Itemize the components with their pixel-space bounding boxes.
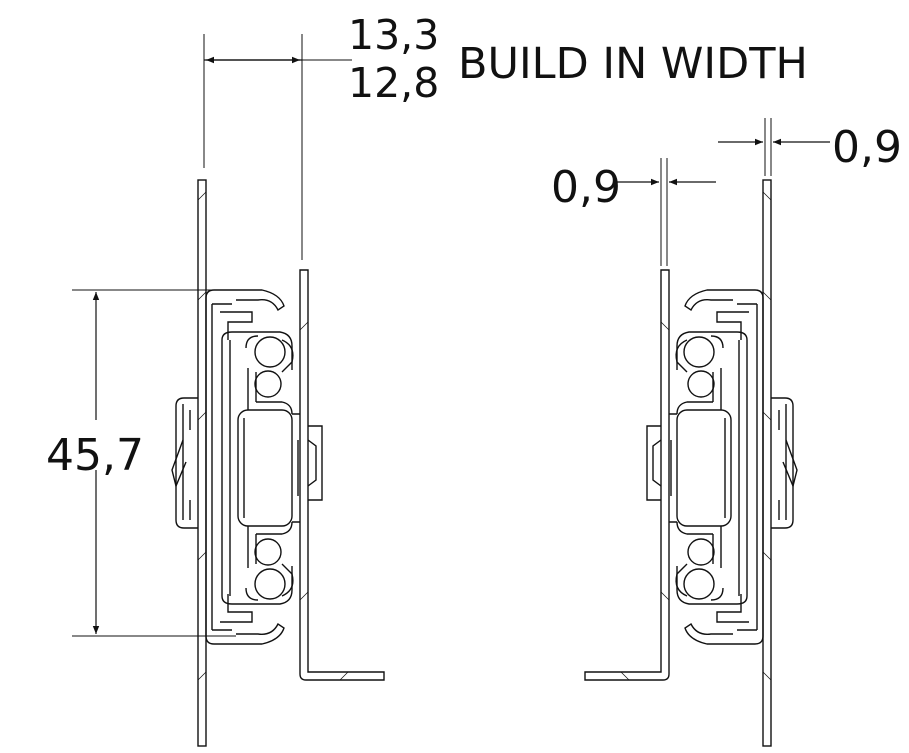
clearance-left-dimension (616, 158, 716, 266)
clearance-left-label: 0,9 (551, 162, 621, 213)
clearance-right-label: 0,9 (832, 122, 902, 173)
clearance-right-dimension (718, 118, 830, 176)
build-width-dimension (203, 34, 352, 260)
build-in-width-label: BUILD IN WIDTH (458, 39, 808, 89)
width-max-label: 13,3 (348, 11, 439, 59)
height-label: 45,7 (46, 430, 144, 481)
right-slide-assembly (584, 179, 798, 747)
left-slide-assembly (171, 179, 385, 747)
height-dimension (72, 289, 236, 637)
width-min-label: 12,8 (348, 59, 439, 107)
